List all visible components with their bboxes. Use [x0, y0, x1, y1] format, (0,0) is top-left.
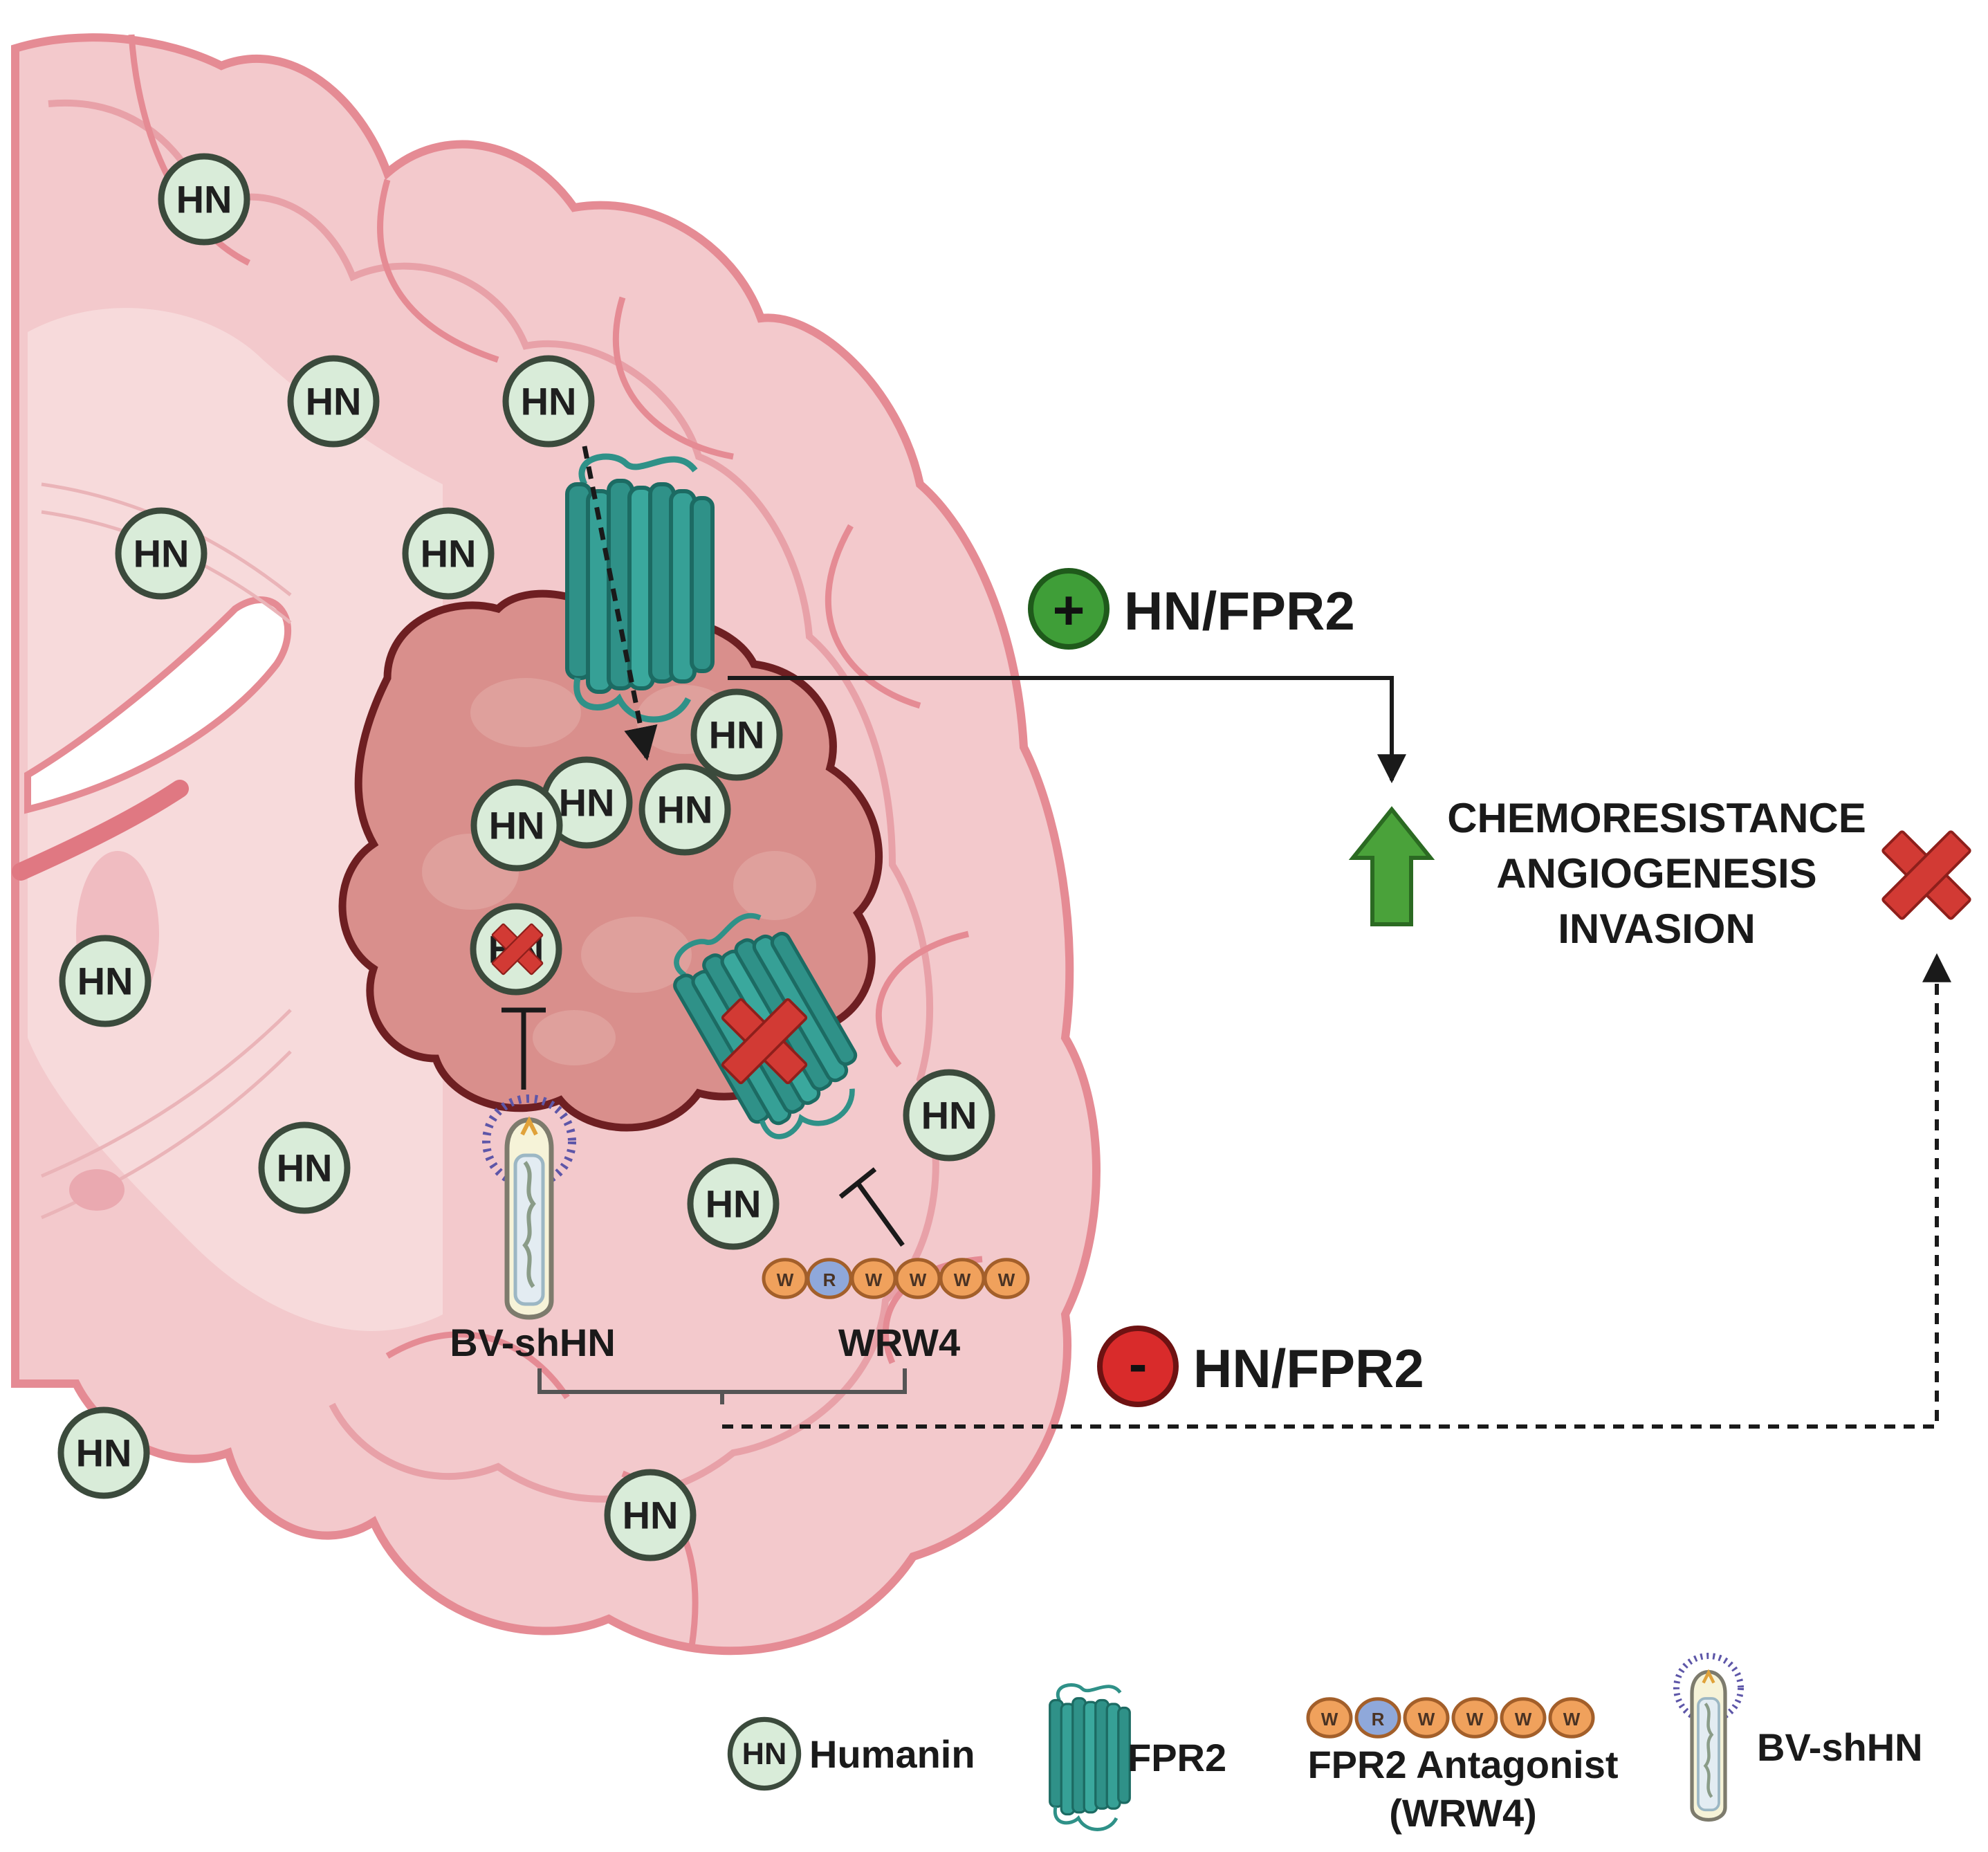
fpr2-receptor-active — [567, 457, 712, 719]
peptide-residue-w: W — [1306, 1697, 1353, 1739]
tumor-effects-list: CHEMORESISTANCE ANGIOGENESIS INVASION — [1447, 795, 1866, 952]
svg-text:W: W — [1418, 1709, 1435, 1730]
humanin-badge: HN — [506, 358, 591, 444]
svg-text:HN: HN — [77, 960, 134, 1003]
plus-circle-icon: + — [1028, 568, 1110, 650]
humanin-badge: HN — [405, 511, 491, 596]
svg-text:W: W — [1563, 1709, 1581, 1730]
svg-text:HN: HN — [657, 788, 713, 832]
svg-text:W: W — [865, 1269, 883, 1290]
legend-fpr2-label: FPR2 — [1128, 1736, 1226, 1779]
svg-text:HN: HN — [176, 178, 232, 221]
effect-invasion: INVASION — [1558, 906, 1756, 952]
activation-arrow — [728, 676, 1406, 784]
svg-text:W: W — [910, 1269, 927, 1290]
increase-arrow-icon — [1348, 806, 1435, 926]
svg-text:HN: HN — [421, 532, 477, 576]
vector-inhibition-line — [501, 1007, 546, 1090]
humanin-badge: HN — [61, 1410, 147, 1496]
legend-humanin-icon: HN — [730, 1719, 798, 1788]
humanin-badge: HN — [474, 782, 560, 868]
pathway-activation-label: HN/FPR2 — [1124, 580, 1355, 641]
treatment-bracket — [537, 1368, 907, 1404]
antagonist-label: WRW4 — [838, 1321, 960, 1364]
peptide-residue-w: W — [894, 1258, 941, 1299]
svg-text:HN: HN — [742, 1736, 787, 1771]
effect-chemoresistance: CHEMORESISTANCE — [1447, 795, 1866, 841]
peptide-residue-r: R — [1354, 1697, 1401, 1739]
legend-antagonist-label: FPR2 Antagonist — [1307, 1743, 1618, 1786]
humanin-badge: HN — [906, 1072, 992, 1158]
peptide-residue-w: W — [983, 1258, 1030, 1299]
svg-text:HN: HN — [277, 1146, 333, 1190]
svg-text:HN: HN — [489, 804, 545, 847]
svg-text:W: W — [1515, 1709, 1532, 1730]
legend-humanin-label: Humanin — [809, 1732, 975, 1776]
svg-text:HN: HN — [921, 1094, 977, 1137]
humanin-badge: HN — [544, 760, 629, 845]
svg-text:HN: HN — [706, 1182, 762, 1226]
legend-vector-icon — [1677, 1656, 1741, 1820]
svg-text:HN: HN — [306, 380, 362, 423]
effect-angiogenesis: ANGIOGENESIS — [1496, 850, 1816, 897]
peptide-residue-r: R — [806, 1258, 853, 1299]
peptide-residue-w: W — [762, 1258, 809, 1299]
legend-fpr2-icon — [1050, 1685, 1130, 1830]
legend: HN Humanin FPR2 W R W W W W FPR2 Antagonist (… — [730, 1656, 1923, 1835]
inhibited-x-icon — [1881, 829, 1972, 921]
humanin-badge: HN — [291, 358, 376, 444]
peptide-residue-w: W — [1548, 1697, 1595, 1739]
pathway-inhibition-label: HN/FPR2 — [1193, 1338, 1424, 1399]
svg-text:HN: HN — [134, 532, 190, 576]
peptide-residue-w: W — [1403, 1697, 1450, 1739]
vector-label: BV-shHN — [450, 1321, 616, 1364]
svg-text:W: W — [954, 1269, 971, 1290]
humanin-badge: HN — [642, 767, 728, 852]
humanin-badge: HN — [118, 511, 204, 596]
humanin-badge: HN — [690, 1161, 776, 1247]
svg-text:W: W — [998, 1269, 1015, 1290]
minus-circle-icon: - — [1097, 1326, 1179, 1407]
legend-vector-label: BV-shHN — [1757, 1725, 1923, 1769]
humanin-badge: HN — [607, 1472, 693, 1558]
svg-text:HN: HN — [709, 713, 765, 757]
humanin-badge: HN — [694, 692, 780, 778]
humanin-badge: HN — [62, 938, 148, 1024]
svg-text:R: R — [1372, 1709, 1385, 1730]
svg-text:-: - — [1129, 1333, 1148, 1395]
svg-text:W: W — [1466, 1709, 1484, 1730]
peptide-residue-w: W — [850, 1258, 897, 1299]
svg-text:+: + — [1053, 580, 1085, 641]
svg-text:R: R — [823, 1269, 836, 1290]
svg-text:W: W — [777, 1269, 794, 1290]
svg-text:HN: HN — [76, 1431, 132, 1475]
svg-text:W: W — [1321, 1709, 1338, 1730]
peptide-residue-w: W — [1451, 1697, 1498, 1739]
humanin-badge: HN — [261, 1125, 347, 1211]
antagonist-inhibition-line — [838, 1167, 905, 1247]
legend-antagonist-sublabel: (WRW4) — [1389, 1791, 1537, 1835]
peptide-residue-w: W — [939, 1258, 986, 1299]
svg-text:HN: HN — [623, 1494, 679, 1537]
svg-text:HN: HN — [559, 781, 615, 825]
binding-dashed-arrow — [582, 446, 658, 761]
humanin-badge: HN — [161, 156, 247, 242]
svg-text:HN: HN — [521, 380, 577, 423]
peptide-residue-w: W — [1500, 1697, 1547, 1739]
